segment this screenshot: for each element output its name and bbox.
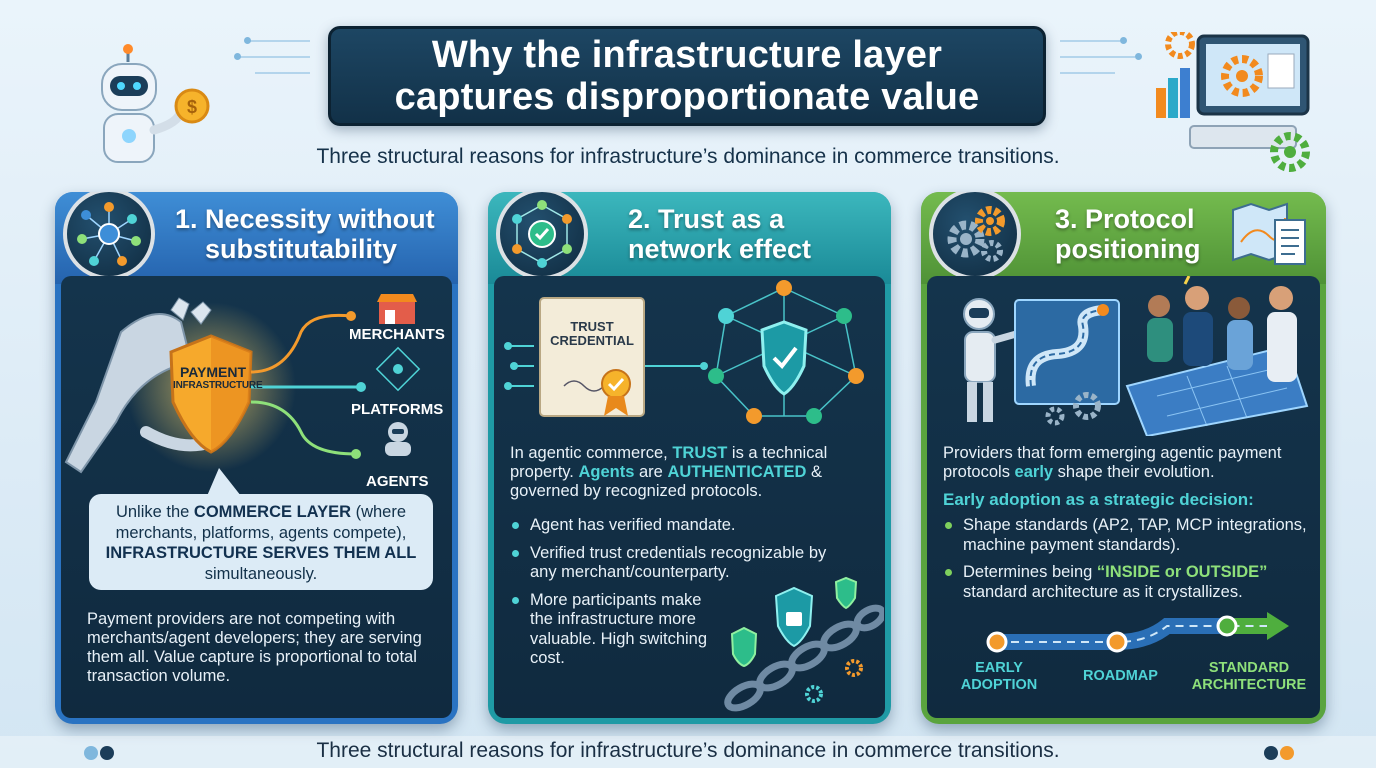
bullet-text: standard architecture as it crystallizes… xyxy=(963,582,1243,601)
intro-text: In agentic commerce, xyxy=(510,444,673,462)
footer-caption: Three structural reasons for infrastruct… xyxy=(0,736,1376,768)
trust-network-icon xyxy=(496,192,588,280)
page-subtitle: Three structural reasons for infrastruct… xyxy=(316,145,1060,168)
circuit-line xyxy=(250,40,310,42)
shield-label-line-1: PAYMENT xyxy=(179,364,247,380)
protocol-subhead: Early adoption as a strategic decision: xyxy=(943,490,1254,509)
circuit-dot xyxy=(244,37,251,44)
roadmap-stage-standard-architecture: STANDARD ARCHITECTURE xyxy=(1191,660,1307,693)
footer-decor-dot xyxy=(1280,746,1294,760)
card-title-line-1: 1. Necessity without xyxy=(175,204,435,234)
trust-credential-network-illustration xyxy=(504,280,864,424)
computer-gears-illustration xyxy=(1156,32,1310,172)
bullet-highlight: “INSIDE or OUTSIDE” xyxy=(1096,563,1268,581)
footer-decor-dot xyxy=(1264,746,1278,760)
shield-label: PAYMENT INFRASTRUCTURE xyxy=(173,364,263,391)
card-body: Providers that form emerging agentic pay… xyxy=(927,276,1320,718)
intro-text: is a technical property. xyxy=(510,444,828,481)
card-body: PAYMENT INFRASTRUCTURE MERCHANTS PLATFOR… xyxy=(61,276,452,718)
card-title: 3. Protocol positioning xyxy=(1055,204,1200,264)
callout-highlight: INFRASTRUCTURE SERVES THEM ALL xyxy=(105,544,417,562)
card-title: 2. Trust as a network effect xyxy=(628,204,811,264)
intro-highlight: Agents xyxy=(578,463,635,481)
protocol-intro-text: Providers that form emerging agentic pay… xyxy=(943,444,1313,482)
title-banner: Why the infrastructure layer captures di… xyxy=(328,26,1046,126)
callout-text: simultaneously. xyxy=(204,564,318,583)
roadmap-stage-roadmap: ROADMAP xyxy=(1083,668,1158,684)
card-trust: 2. Trust as a network effect xyxy=(488,192,891,724)
intro-text: Providers that form emerging agentic pay… xyxy=(943,444,1282,481)
callout-text: (where merchants, platforms, agents comp… xyxy=(115,503,407,542)
circuit-line xyxy=(1060,56,1135,58)
maps-documents-icon xyxy=(1232,202,1306,265)
robot-team-planning-illustration xyxy=(963,276,1309,436)
card-title-line-1: 3. Protocol xyxy=(1055,204,1195,234)
node-platforms: PLATFORMS xyxy=(351,401,444,418)
callout-highlight: COMMERCE LAYER xyxy=(193,503,351,521)
intro-highlight: TRUST xyxy=(672,444,728,462)
bullet-text: Determines being xyxy=(963,563,1097,581)
card-necessity: 1. Necessity without substitutability xyxy=(55,192,458,724)
robot-coin-illustration: $ xyxy=(101,44,210,163)
list-item: More participants make the infrastructur… xyxy=(510,591,720,669)
credential-line-2: CREDENTIAL xyxy=(550,333,634,348)
intro-text: are xyxy=(634,463,668,481)
circuit-dot xyxy=(234,53,241,60)
trust-credential-label: TRUST CREDENTIAL xyxy=(546,320,638,348)
node-merchants: MERCHANTS xyxy=(349,326,445,343)
card-title-line-2: substitutability xyxy=(205,234,398,264)
intro-highlight: early xyxy=(1014,463,1054,481)
title-line-1: Why the infrastructure layer xyxy=(431,34,943,76)
shield-label-line-2: INFRASTRUCTURE xyxy=(173,380,263,391)
chain-shield-illustration xyxy=(724,576,884,712)
intro-text: & governed by recognized protocols. xyxy=(510,463,823,500)
list-item: Verified trust credentials recognizable … xyxy=(510,544,840,583)
title-line-2: captures disproportionate value xyxy=(394,76,980,118)
card-title-line-2: positioning xyxy=(1055,234,1201,264)
roadmap-stage-early-adoption: EARLY ADOPTION xyxy=(960,660,1038,693)
svg-text:$: $ xyxy=(187,97,197,117)
card-title: 1. Necessity without substitutability xyxy=(175,204,435,264)
gears-icon xyxy=(929,192,1021,280)
footer-decor-dot xyxy=(84,746,98,760)
network-hub-icon xyxy=(63,192,155,280)
card-body: TRUST CREDENTIAL In agentic commerce, TR… xyxy=(494,276,885,718)
footer-decor-dot xyxy=(100,746,114,760)
card-title-line-1: 2. Trust as a xyxy=(628,204,785,234)
circuit-line xyxy=(240,56,310,58)
circuit-dot xyxy=(1135,53,1142,60)
circuit-dot xyxy=(1120,37,1127,44)
circuit-line xyxy=(1060,40,1120,42)
card-title-line-2: network effect xyxy=(628,234,812,264)
trust-intro-text: In agentic commerce, TRUST is a technica… xyxy=(510,444,870,501)
intro-highlight: AUTHENTICATED xyxy=(667,463,807,481)
circuit-line xyxy=(1060,72,1115,74)
list-item: Agent has verified mandate. xyxy=(510,516,870,536)
robot-hand-shield-illustration xyxy=(64,294,421,474)
roadmap-path-illustration xyxy=(986,612,1289,653)
trust-bullet-list: Agent has verified mandate. Verified tru… xyxy=(510,516,826,677)
commerce-layer-callout: Unlike the COMMERCE LAYER (where merchan… xyxy=(89,468,433,590)
callout-text: Unlike the xyxy=(115,503,194,521)
credential-line-1: TRUST xyxy=(570,319,614,334)
card-protocol: 3. Protocol positioning xyxy=(921,192,1326,724)
protocol-bullet-list: Shape standards (AP2, TAP, MCP integrati… xyxy=(943,516,1313,610)
node-agents: AGENTS xyxy=(366,473,429,490)
list-item: Determines being “INSIDE or OUTSIDE” sta… xyxy=(943,563,1313,602)
card-body-text: Payment providers are not competing with… xyxy=(87,610,422,685)
intro-text: shape their evolution. xyxy=(1053,463,1215,481)
page-title: Why the infrastructure layer captures di… xyxy=(395,34,980,118)
circuit-line xyxy=(255,72,310,74)
list-item: Shape standards (AP2, TAP, MCP integrati… xyxy=(943,516,1313,555)
